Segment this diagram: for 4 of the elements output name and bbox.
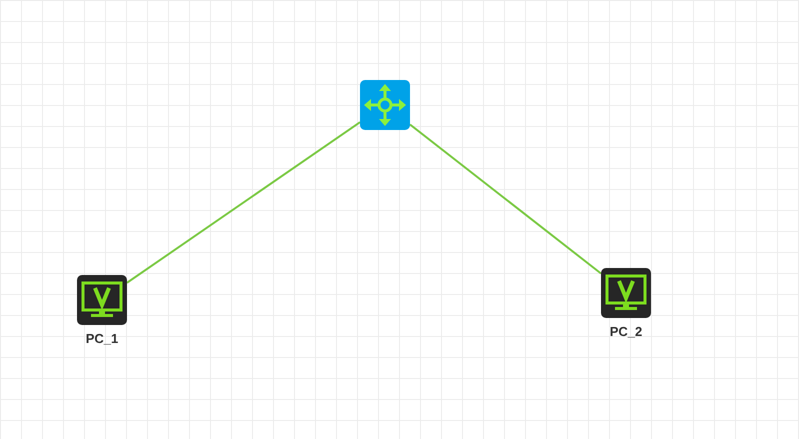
link-line bbox=[126, 121, 361, 284]
device-label: PC_1 bbox=[86, 331, 118, 346]
device-label: PC_2 bbox=[610, 324, 642, 339]
link-line bbox=[409, 124, 602, 274]
